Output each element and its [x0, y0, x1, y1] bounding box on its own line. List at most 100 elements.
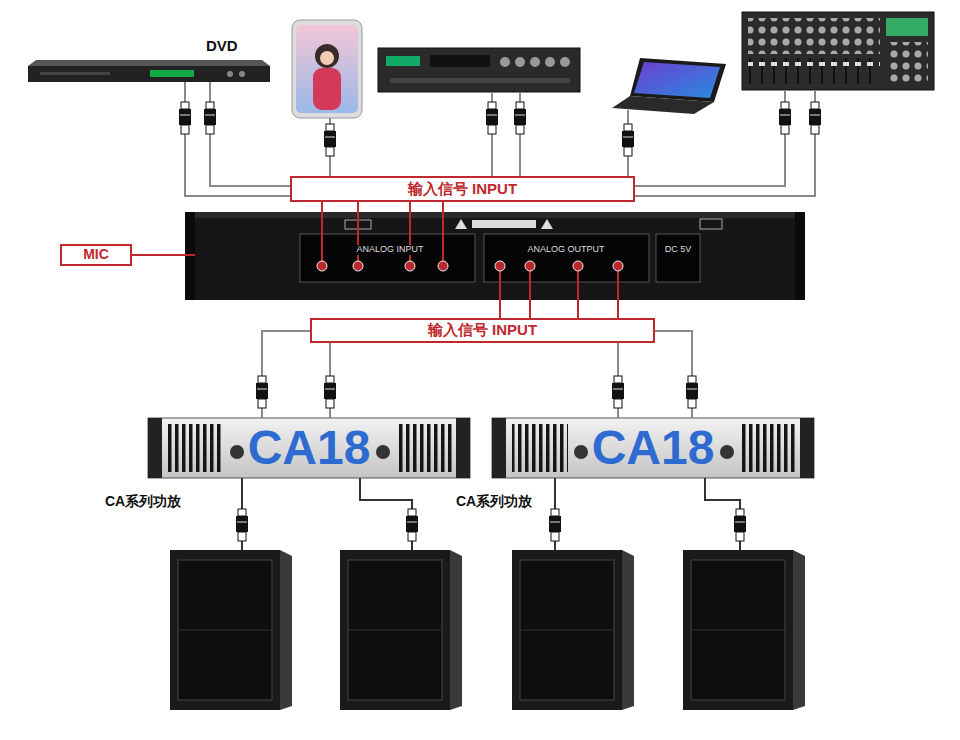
box-label: MIC [83, 247, 109, 262]
dvd-player-part [227, 71, 233, 77]
signal-cable [617, 300, 619, 318]
audio-processor-part [560, 57, 570, 67]
phone-part [292, 20, 362, 118]
mic-box: MIC [60, 244, 132, 266]
dvd-player-part [239, 71, 245, 77]
device-caption: CA系列功放 [456, 494, 532, 509]
laptop [612, 58, 726, 114]
dvd-player-part [28, 66, 270, 82]
amplifier-part [230, 445, 244, 459]
amplifier-part [720, 445, 734, 459]
signal-cable [409, 202, 411, 212]
amplifier-part [492, 418, 814, 478]
amplifier-part [148, 418, 470, 478]
mixer [742, 12, 934, 90]
laptop-part [630, 58, 726, 102]
speakon-plug [406, 509, 418, 541]
speaker-part [178, 630, 272, 631]
rca-plug [486, 102, 498, 134]
device-text: CA18 [148, 421, 470, 475]
power-amplifier: CA18CA系列功放 [148, 418, 470, 478]
speakon-plug [549, 509, 561, 541]
mixer-part [886, 18, 928, 36]
amplifier [148, 418, 470, 478]
rca-plug [324, 124, 336, 156]
rack-processor-part-part [317, 261, 327, 271]
rack-processor-part-part [495, 261, 505, 271]
audio-processor-part [378, 48, 580, 92]
mic-wire-part [185, 254, 195, 256]
amplifier [492, 418, 814, 478]
dvd-player-part [28, 60, 270, 66]
rack-processor-part [185, 212, 805, 300]
rack-processor-part-part [442, 212, 444, 261]
speaker-part [348, 560, 442, 700]
power-amplifier: CA18CA系列功放 [492, 418, 814, 478]
device-caption: ANALOG OUTPUT [525, 245, 606, 255]
rack-processor-part-part [525, 261, 535, 271]
device-label: DVD [28, 38, 273, 82]
amplifier-part [574, 445, 588, 459]
rack-processor-part [472, 220, 536, 228]
speaker-part [520, 560, 614, 700]
speaker-part [280, 550, 292, 710]
rack-processor-part [700, 219, 722, 229]
mixer-part [748, 18, 880, 54]
mixer-part [748, 58, 880, 84]
speaker-part [520, 630, 614, 631]
device-text: ANALOG INPUT [354, 245, 425, 255]
signal-cable [529, 300, 531, 318]
rca-plug [324, 376, 336, 408]
dvd-player-part [150, 70, 194, 77]
amplifier-part [376, 445, 390, 459]
amplifier-part [492, 418, 506, 478]
amplifier-part [740, 424, 796, 472]
signal-wire-part [635, 90, 785, 186]
signal-cable [357, 202, 359, 212]
rack-processor-part [317, 261, 623, 271]
rca-plug [686, 376, 698, 408]
phone-part [313, 68, 341, 110]
rca-plug [256, 376, 268, 408]
rca-plug [622, 124, 634, 156]
amplifier-part [148, 418, 162, 478]
rack-processor-part-part [617, 271, 619, 300]
rack-processor-part [185, 212, 805, 218]
rack-processor-part-part [613, 261, 623, 271]
signal-wire-part [635, 90, 815, 196]
speaker-part [691, 630, 785, 631]
signal-cable [262, 331, 310, 418]
rca-plug [179, 102, 191, 134]
audio-processor-part [500, 57, 510, 67]
audio-processor-part [530, 57, 540, 67]
rca-plug [204, 102, 216, 134]
rack-processor-part-part [438, 261, 448, 271]
amplifier-part [800, 418, 814, 478]
speaker-part [178, 560, 272, 700]
rca-plug [779, 102, 791, 134]
rack-processor [185, 212, 805, 300]
signal-cable [132, 254, 185, 256]
amplifier-part [512, 424, 568, 472]
rca-plug [514, 102, 526, 134]
speaker-part [691, 560, 785, 700]
device-caption: DC 5V [663, 245, 694, 255]
rack-processor-part-part [405, 261, 415, 271]
amplifier-part [456, 418, 470, 478]
speaker-part [683, 550, 793, 710]
speakon-plug [236, 509, 248, 541]
audio-processor-part [390, 78, 570, 83]
mixer-part [886, 42, 928, 82]
speaker-part [512, 550, 622, 710]
speaker [683, 550, 805, 710]
input-box: 输入信号 INPUT [290, 176, 635, 202]
rack-processor-part [656, 234, 700, 282]
rack-processor-part [185, 212, 195, 300]
speaker [512, 550, 634, 710]
audio-processor-part [515, 57, 525, 67]
device-text: DVD [206, 38, 238, 55]
speaker-part [170, 550, 280, 710]
rack-processor: ANALOG INPUT ANALOG OUTPUT DC 5V [185, 212, 805, 300]
